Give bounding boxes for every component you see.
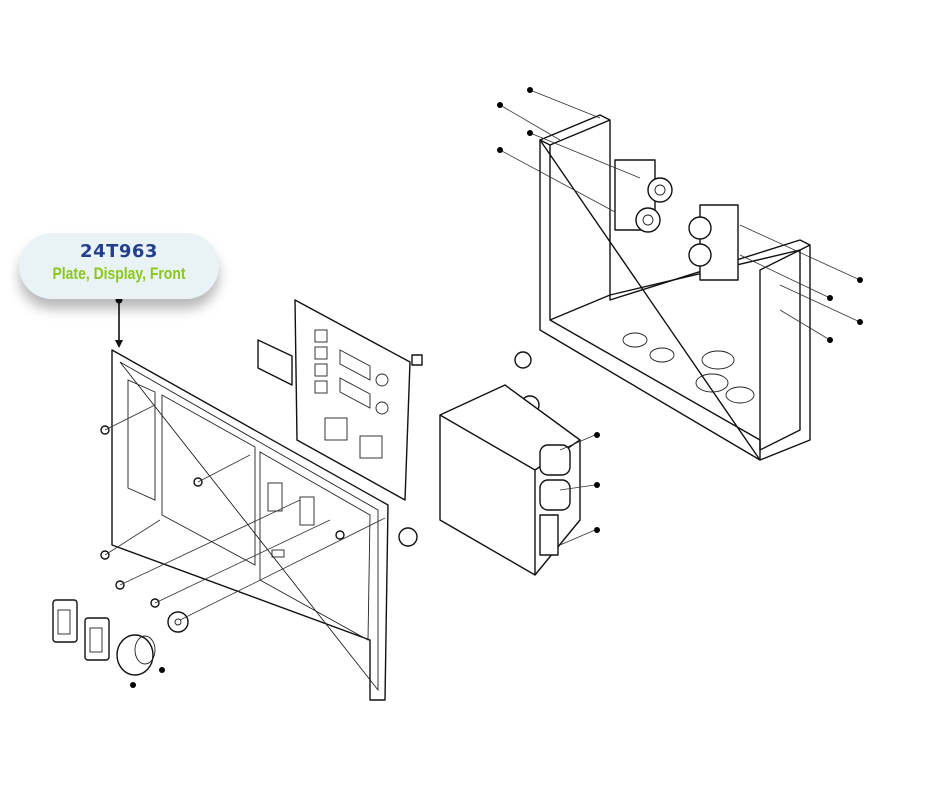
display-board bbox=[257, 299, 423, 501]
callout-leader bbox=[115, 296, 123, 348]
part-number: 24T963 bbox=[80, 241, 158, 262]
enclosure-frame bbox=[514, 114, 811, 461]
front-display-plate bbox=[100, 349, 389, 701]
frame-screws bbox=[497, 87, 863, 343]
control-module bbox=[439, 384, 600, 576]
part-callout: 24T963 Plate, Display, Front bbox=[19, 233, 219, 299]
switches-and-knob bbox=[52, 499, 418, 688]
part-name: Plate, Display, Front bbox=[52, 264, 186, 283]
